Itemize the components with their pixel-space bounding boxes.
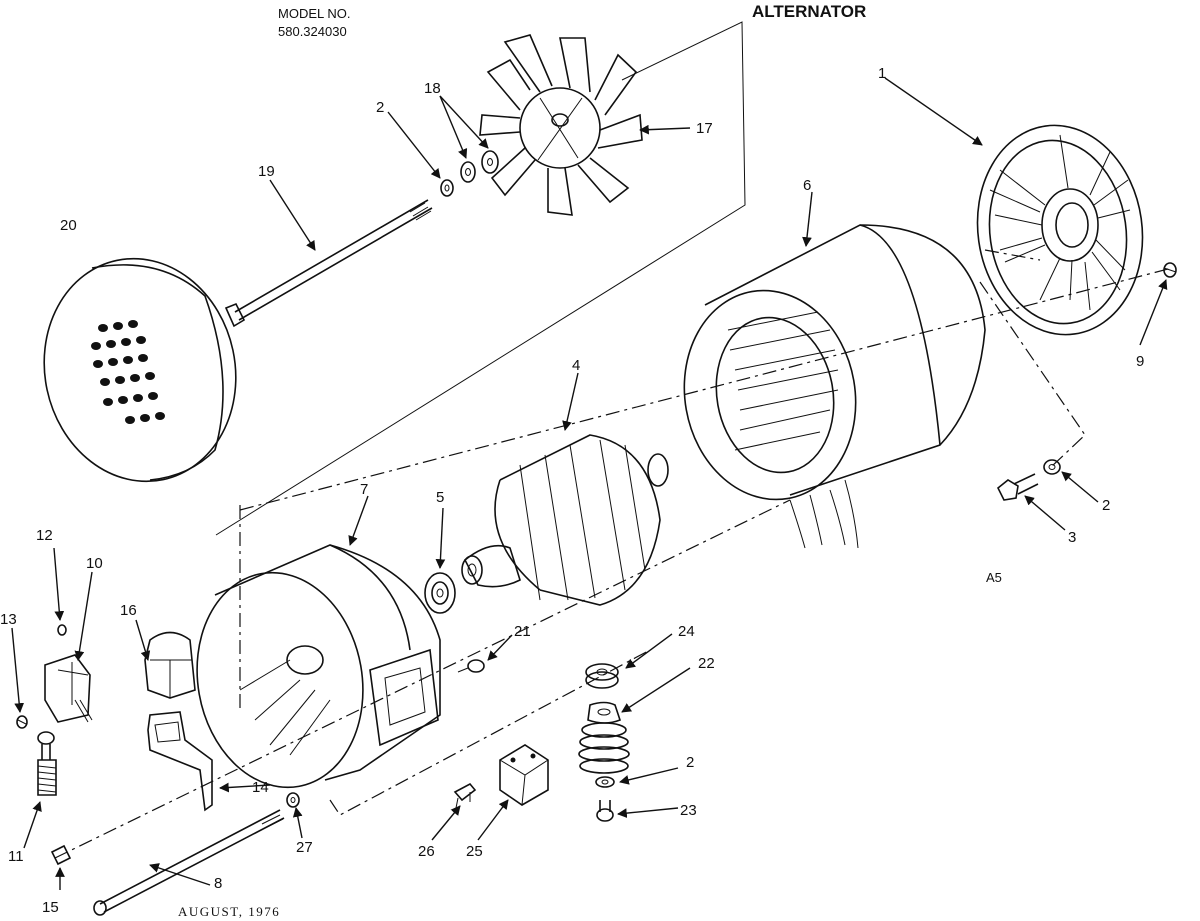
brush-holder-part-10 — [44, 654, 93, 723]
callout-26: 26 — [418, 843, 435, 860]
callout-leaders — [11, 77, 1168, 890]
washer-part-2-right — [1043, 459, 1061, 475]
callout-4: 4 — [572, 357, 580, 374]
callout-22: 22 — [698, 655, 715, 672]
callout-2-upper: 2 — [376, 99, 384, 116]
callout-14: 14 — [252, 779, 269, 796]
assembly-axis-upper — [239, 267, 1173, 511]
footer-date: AUGUST, 1976 — [178, 904, 280, 919]
screw-part-23 — [596, 800, 614, 822]
clip-part-26 — [453, 782, 477, 809]
mount-cap-part-24 — [585, 663, 619, 689]
callout-7: 7 — [360, 481, 368, 498]
callout-8: 8 — [214, 875, 222, 892]
callout-2-lower: 2 — [686, 754, 694, 771]
fan-part-17 — [479, 34, 643, 216]
stator-housing-part-6 — [683, 224, 986, 549]
assembly-axis-rear — [329, 649, 651, 816]
screw-part-15 — [50, 844, 72, 866]
brush-cover-part-16 — [144, 631, 196, 699]
title-bracket-line — [215, 21, 746, 536]
callout-labels: 1 2 18 17 19 20 6 9 4 2 3 7 5 12 10 16 1… — [0, 65, 1144, 916]
stud-part-8 — [93, 809, 285, 916]
callout-10: 10 — [86, 555, 103, 572]
bearing-part-5 — [424, 572, 456, 614]
screw-part-9 — [1163, 262, 1177, 278]
assembly-axis-lower — [54, 499, 791, 859]
screw-part-13 — [16, 715, 28, 729]
callout-9: 9 — [1136, 353, 1144, 370]
callout-18: 18 — [424, 80, 441, 97]
end-cover-part-20 — [43, 257, 237, 483]
callout-12: 12 — [36, 527, 53, 544]
callout-6: 6 — [803, 177, 811, 194]
screw-part-12 — [57, 624, 67, 636]
washers-part-18 — [460, 150, 499, 183]
footer-code: A5 — [986, 570, 1002, 585]
bracket-part-14 — [147, 711, 213, 812]
model-label: MODEL NO. — [278, 6, 350, 21]
front-bracket-part-7 — [196, 544, 441, 789]
callout-1: 1 — [878, 65, 886, 82]
rotor-part-4 — [461, 434, 669, 606]
callout-16: 16 — [120, 602, 137, 619]
callout-5: 5 — [436, 489, 444, 506]
callout-17: 17 — [696, 120, 713, 137]
callout-25: 25 — [466, 843, 483, 860]
callout-19: 19 — [258, 163, 275, 180]
callout-24: 24 — [678, 623, 695, 640]
washer-part-2-lower — [595, 776, 615, 788]
washer-part-27 — [286, 792, 300, 808]
lock-washer-part-2-upper — [440, 179, 454, 197]
assembly-axis-base — [979, 281, 1086, 469]
callout-3: 3 — [1068, 529, 1076, 546]
diagram-title: ALTERNATOR — [752, 2, 866, 21]
through-bolt-part-19 — [224, 199, 433, 328]
brush-spring-part-11 — [37, 731, 57, 796]
callout-20: 20 — [60, 217, 77, 234]
callout-15: 15 — [42, 899, 59, 916]
bolt-part-3 — [996, 473, 1039, 501]
callout-21: 21 — [514, 623, 531, 640]
callout-13: 13 — [0, 611, 17, 628]
assembly-axis-foot — [984, 249, 1041, 261]
callout-27: 27 — [296, 839, 313, 856]
terminal-block-part-25 — [499, 744, 549, 806]
callout-23: 23 — [680, 802, 697, 819]
bearing-bracket-part-1 — [976, 124, 1144, 336]
vibration-mount-part-22 — [578, 701, 630, 774]
callout-11: 11 — [8, 848, 24, 865]
model-number: 580.324030 — [278, 24, 347, 39]
callout-2-right: 2 — [1102, 497, 1110, 514]
screw-part-21 — [457, 659, 485, 673]
